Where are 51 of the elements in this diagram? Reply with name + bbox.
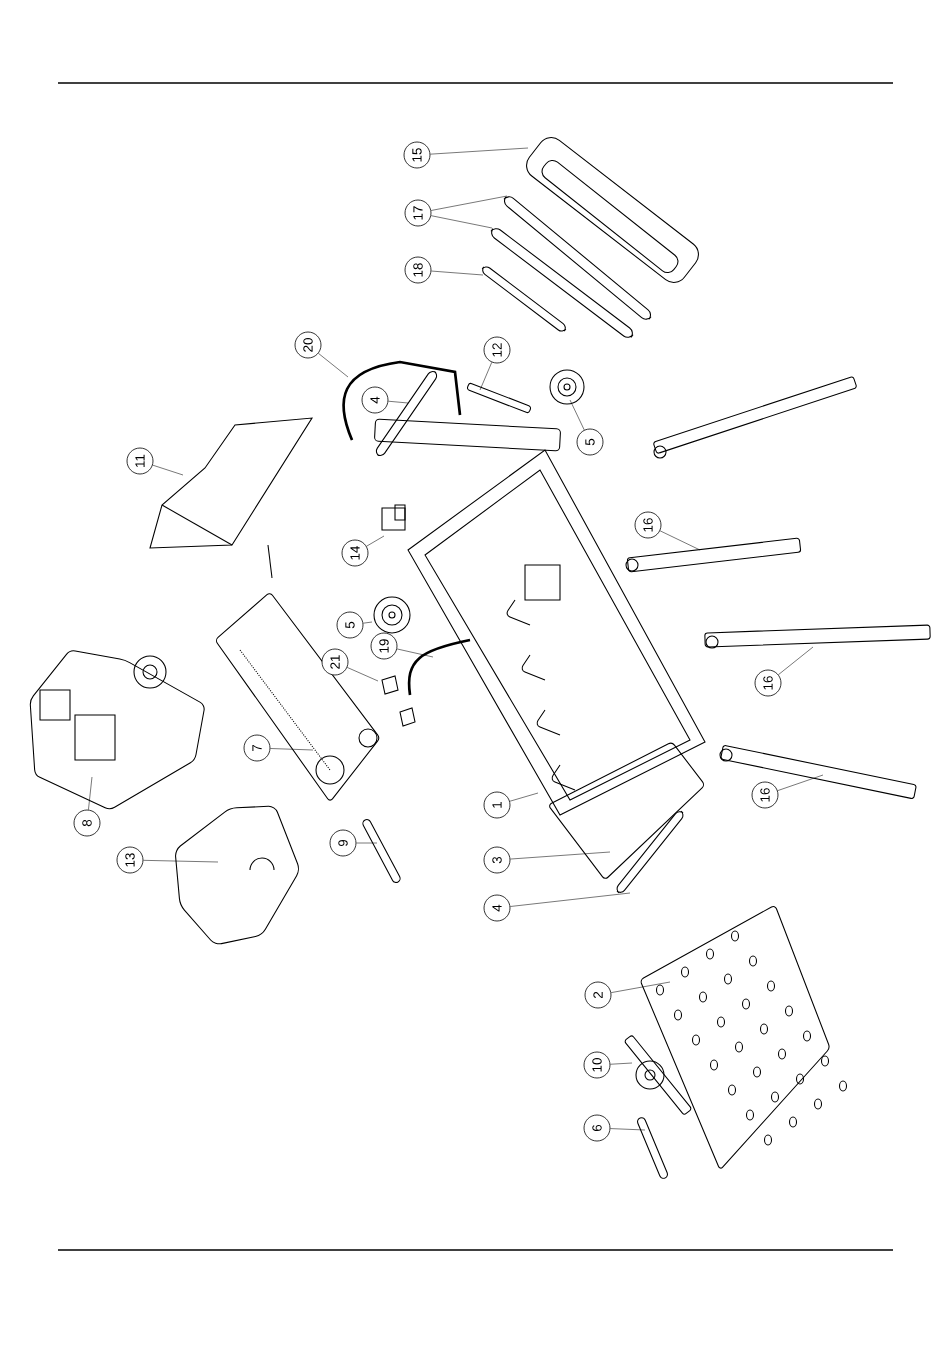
callout-number: 16: [754, 669, 782, 697]
leader-line: [431, 270, 484, 276]
callout-number: 1: [483, 791, 511, 819]
callout-number: 16: [751, 781, 779, 809]
callout-number: 2: [584, 981, 612, 1009]
leader-line: [396, 648, 434, 658]
callout-number: 17: [404, 199, 432, 227]
leader-line: [363, 621, 373, 624]
callout-number: 15: [403, 141, 431, 169]
leader-line: [569, 399, 585, 431]
callout-number: 10: [583, 1051, 611, 1079]
leader-line: [479, 362, 493, 391]
leader-line: [430, 215, 493, 229]
leader-line: [659, 530, 701, 551]
callout-number: 18: [404, 256, 432, 284]
leader-line: [778, 646, 814, 675]
leader-line: [270, 748, 314, 751]
leader-line: [152, 464, 184, 476]
leader-line: [610, 1128, 646, 1131]
callout-number: 5: [336, 611, 364, 639]
leader-line: [430, 147, 529, 155]
callout-number: 6: [583, 1114, 611, 1142]
leader-line: [777, 774, 824, 791]
leader-line: [143, 860, 219, 863]
callout-number: 12: [483, 336, 511, 364]
leader-line: [388, 400, 409, 404]
callout-number: 14: [341, 539, 369, 567]
leader-line: [610, 1062, 633, 1065]
leader-line: [510, 851, 611, 860]
callout-number: 16: [634, 511, 662, 539]
callout-number: 9: [329, 829, 357, 857]
callout-number: 21: [321, 648, 349, 676]
callout-number: 8: [73, 809, 101, 837]
callout-number: 3: [483, 846, 511, 874]
leader-line: [430, 195, 508, 211]
callout-number: 13: [116, 846, 144, 874]
leader-line: [509, 792, 539, 802]
callout-number: 7: [243, 734, 271, 762]
callout-number: 11: [126, 447, 154, 475]
callout-number: 20: [294, 331, 322, 359]
leader-line: [510, 892, 631, 907]
callout-number: 5: [576, 428, 604, 456]
leader-line: [366, 535, 385, 547]
callout-number: 4: [361, 386, 389, 414]
callout-number: 19: [370, 632, 398, 660]
leader-line: [356, 842, 378, 844]
callout-number: 4: [483, 894, 511, 922]
leader-line: [610, 981, 671, 993]
leader-line: [347, 667, 379, 682]
leader-line: [88, 776, 93, 810]
leader-line: [318, 353, 349, 378]
